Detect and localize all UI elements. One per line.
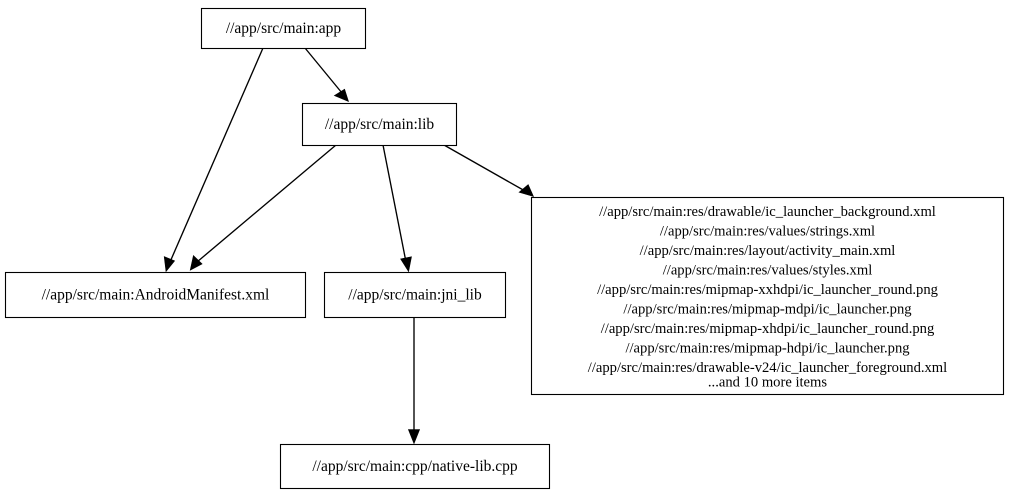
edge-lib-to-resources <box>443 144 535 197</box>
node-android-manifest-box[interactable] <box>4 271 307 319</box>
node-resources-line: //app/src/main:res/mipmap-xxhdpi/ic_laun… <box>597 282 939 298</box>
node-resources-line: //app/src/main:res/values/strings.xml <box>660 224 875 240</box>
edge-app-to-lib <box>304 47 349 103</box>
edge-line <box>304 47 343 94</box>
node-jni-lib-box[interactable] <box>323 271 507 319</box>
node-native-lib-cpp-box[interactable] <box>279 443 551 490</box>
node-jni-lib[interactable]: //app/src/main:jni_lib <box>323 271 507 319</box>
node-native-lib-cpp-label: //app/src/main:cpp/native-lib.cpp <box>312 458 518 475</box>
node-resources-line: //app/src/main:res/mipmap-xhdpi/ic_launc… <box>601 321 935 337</box>
edge-line <box>169 47 264 263</box>
arrowhead-icon <box>189 255 203 271</box>
edge-line <box>443 144 526 192</box>
node-resources-line: //app/src/main:res/drawable/ic_launcher_… <box>599 204 936 220</box>
edge-lib-to-manifest <box>189 144 337 271</box>
node-app[interactable]: //app/src/main:app <box>200 7 367 50</box>
node-jni-lib-label: //app/src/main:jni_lib <box>348 287 482 304</box>
arrowhead-icon <box>163 256 176 273</box>
node-resources-line: //app/src/main:res/layout/activity_main.… <box>640 243 896 259</box>
node-resources-line: //app/src/main:res/mipmap-hdpi/ic_launch… <box>625 341 910 357</box>
edge-jni-lib-to-native-cpp <box>407 317 421 445</box>
node-resources[interactable]: //app/src/main:res/drawable/ic_launcher_… <box>530 196 1005 396</box>
edge-group <box>163 47 535 445</box>
node-resources-line: //app/src/main:res/mipmap-mdpi/ic_launch… <box>623 302 912 318</box>
edge-line <box>382 144 407 263</box>
node-lib-box[interactable] <box>301 102 458 147</box>
arrowhead-icon <box>333 88 349 103</box>
node-native-lib-cpp[interactable]: //app/src/main:cpp/native-lib.cpp <box>279 443 551 490</box>
node-android-manifest[interactable]: //app/src/main:AndroidManifest.xml <box>4 271 307 319</box>
node-app-label: //app/src/main:app <box>226 20 342 37</box>
node-lib[interactable]: //app/src/main:lib <box>301 102 458 147</box>
node-resources-box[interactable] <box>530 196 1005 396</box>
node-lib-label: //app/src/main:lib <box>325 116 435 133</box>
node-resources-line: //app/src/main:res/drawable-v24/ic_launc… <box>588 360 947 376</box>
arrowhead-icon <box>400 256 412 273</box>
arrowhead-icon <box>518 184 535 197</box>
node-resources-overflow-note: ...and 10 more items <box>708 375 827 391</box>
node-app-box[interactable] <box>200 7 367 50</box>
edge-line <box>196 144 337 263</box>
edge-lib-to-jni-lib <box>382 144 412 273</box>
node-android-manifest-label: //app/src/main:AndroidManifest.xml <box>42 287 270 304</box>
node-resources-line: //app/src/main:res/values/styles.xml <box>663 263 873 279</box>
edge-app-to-manifest <box>163 47 264 273</box>
arrowhead-icon <box>407 429 421 445</box>
